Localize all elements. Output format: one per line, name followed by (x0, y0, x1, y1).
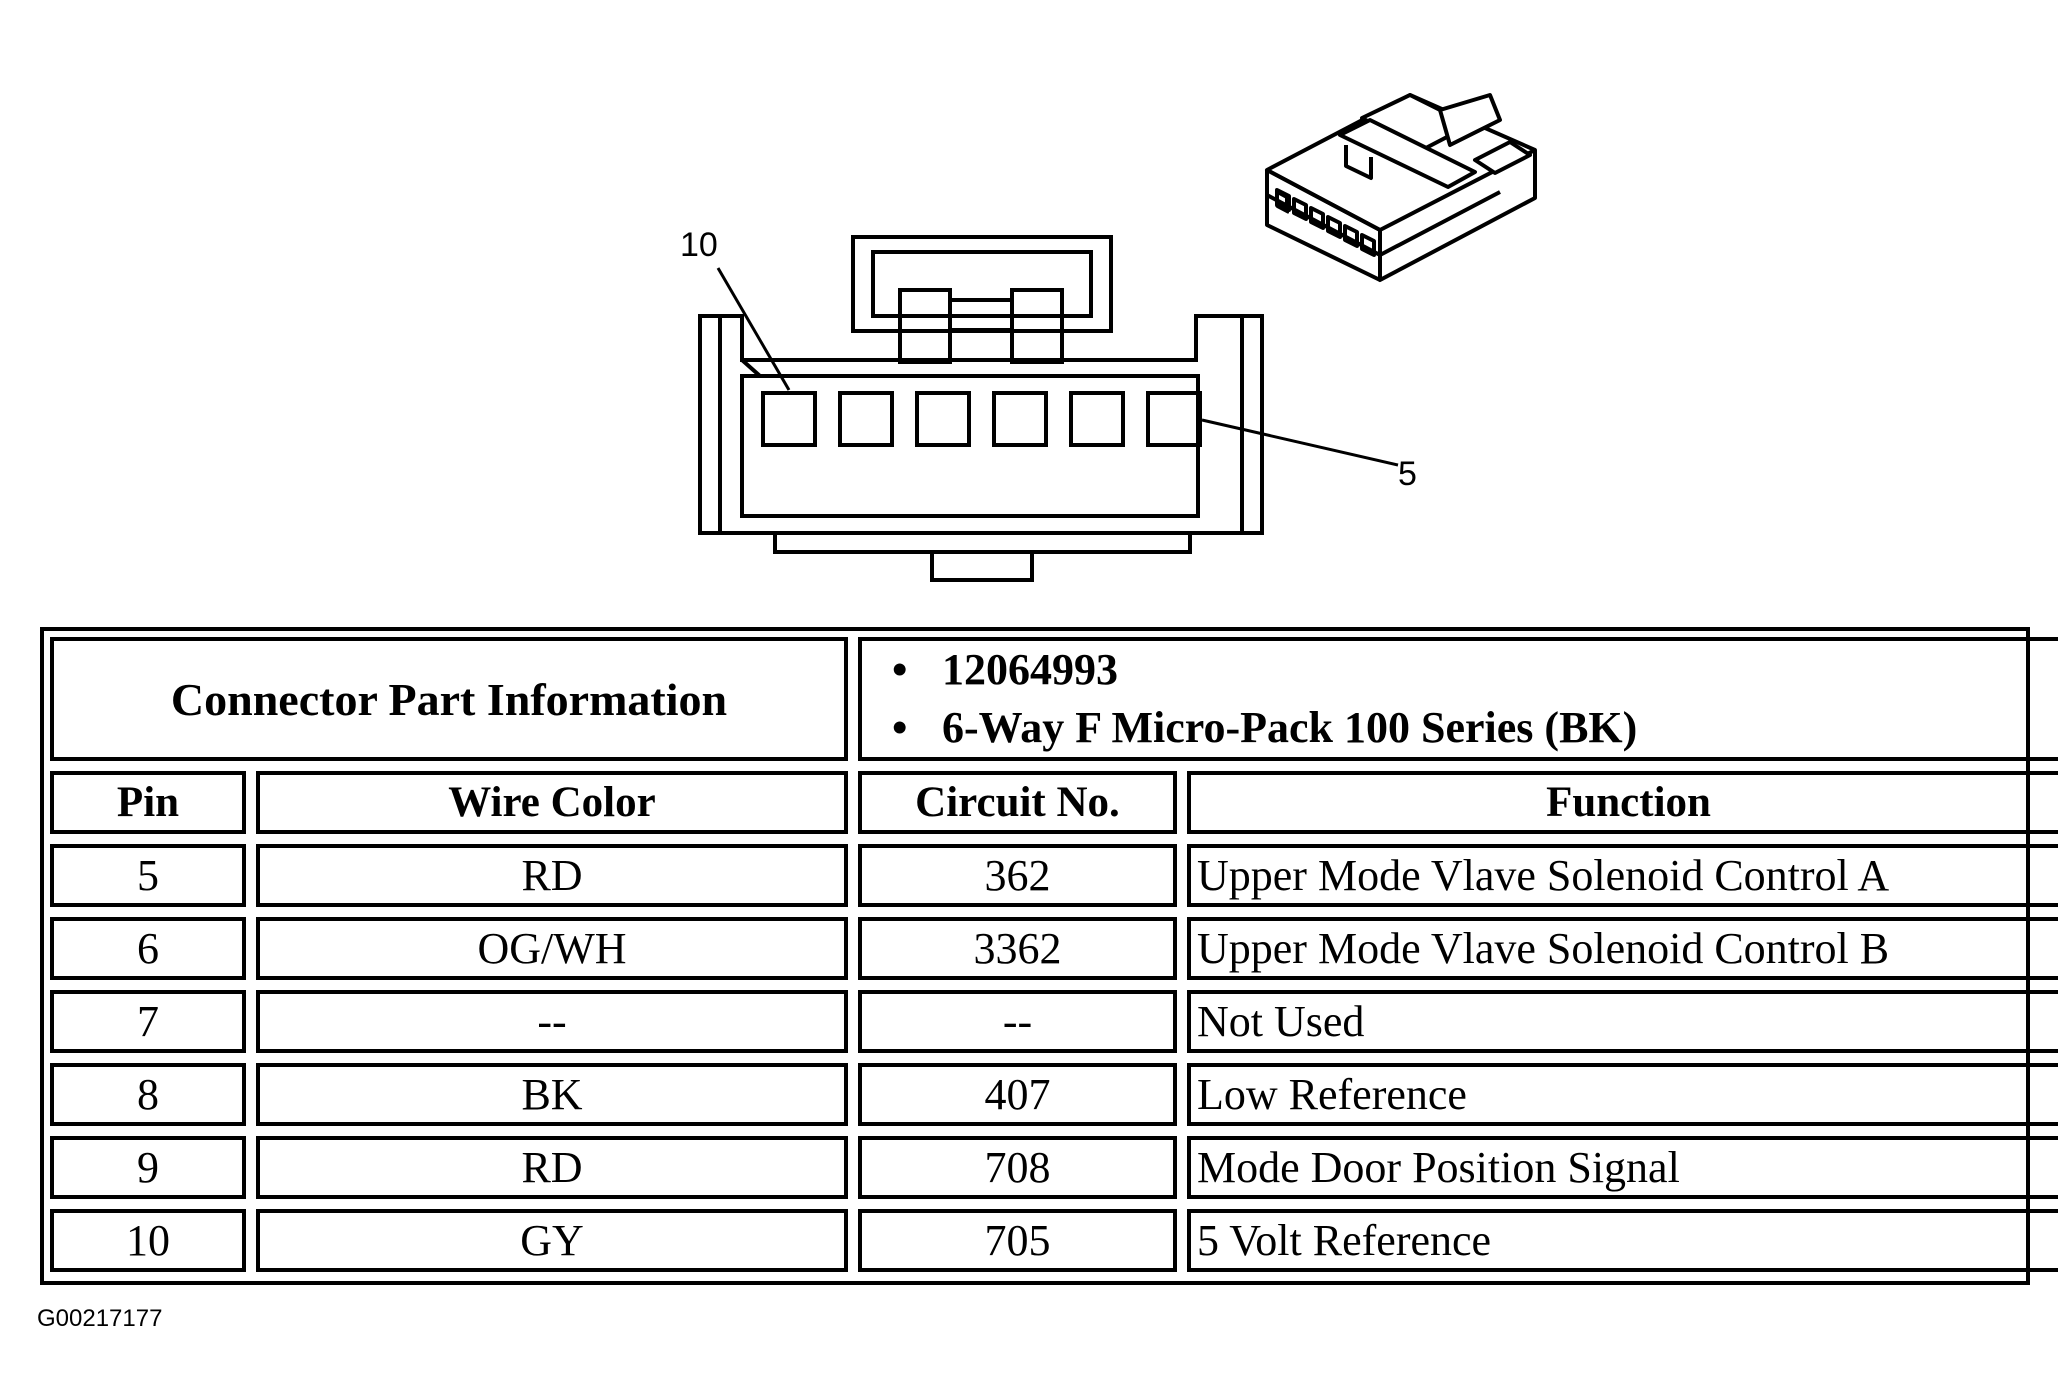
function-cell: Low Reference (1187, 1063, 2058, 1126)
connector-front-view (698, 235, 1264, 582)
circuit-cell: 705 (858, 1209, 1177, 1272)
function-cell: Not Used (1187, 990, 2058, 1053)
pin-cell: 7 (50, 990, 246, 1053)
pin-cell: 8 (50, 1063, 246, 1126)
header-pin: Pin (50, 771, 246, 834)
callout-5: 5 (1201, 418, 1417, 493)
circuit-cell: 362 (858, 844, 1177, 907)
svg-text:5: 5 (1398, 455, 1417, 493)
wire-color-cell: RD (256, 1136, 848, 1199)
table-row: 5 RD 362 Upper Mode Vlave Solenoid Contr… (50, 844, 2058, 907)
header-circuit-no: Circuit No. (858, 771, 1177, 834)
pin-cell: 10 (50, 1209, 246, 1272)
table-row: 8 BK 407 Low Reference (50, 1063, 2058, 1126)
figure-id: G00217177 (37, 1305, 163, 1332)
connector-diagram: 10 5 (680, 93, 1537, 582)
connector-part-info-label: Connector Part Information (50, 637, 848, 761)
circuit-cell: 708 (858, 1136, 1177, 1199)
function-cell: Mode Door Position Signal (1187, 1136, 2058, 1199)
wire-color-cell: -- (256, 990, 848, 1053)
pin-cavity (838, 391, 894, 447)
pin-cell: 9 (50, 1136, 246, 1199)
connector-table: Connector Part Information 12064993 6-Wa… (40, 627, 2058, 1285)
svg-text:10: 10 (680, 226, 718, 264)
function-cell: Upper Mode Vlave Solenoid Control B (1187, 917, 2058, 980)
connector-isometric-view (1265, 93, 1537, 282)
wire-color-cell: BK (256, 1063, 848, 1126)
header-wire-color: Wire Color (256, 771, 848, 834)
function-cell: 5 Volt Reference (1187, 1209, 2058, 1272)
part-number: 12064993 (892, 641, 2058, 699)
pin-cell: 5 (50, 844, 246, 907)
part-description: 6-Way F Micro-Pack 100 Series (BK) (892, 699, 2058, 757)
circuit-cell: -- (858, 990, 1177, 1053)
pin-cavity (761, 391, 817, 447)
table-row: 6 OG/WH 3362 Upper Mode Vlave Solenoid C… (50, 917, 2058, 980)
table-row: 9 RD 708 Mode Door Position Signal (50, 1136, 2058, 1199)
callout-10: 10 (680, 226, 791, 391)
header-function: Function (1187, 771, 2058, 834)
wire-color-cell: RD (256, 844, 848, 907)
pin-cavity (1069, 391, 1125, 447)
table-row: 10 GY 705 5 Volt Reference (50, 1209, 2058, 1272)
table-header-row: Pin Wire Color Circuit No. Function (50, 771, 2058, 834)
table-row: 7 -- -- Not Used (50, 990, 2058, 1053)
wire-color-cell: GY (256, 1209, 848, 1272)
wire-color-cell: OG/WH (256, 917, 848, 980)
pin-cavity (915, 391, 971, 447)
circuit-cell: 3362 (858, 917, 1177, 980)
pin-cavities (761, 391, 1202, 447)
circuit-cell: 407 (858, 1063, 1177, 1126)
pin-cavity (992, 391, 1048, 447)
pin-cavity (1146, 391, 1202, 447)
pin-cell: 6 (50, 917, 246, 980)
part-info-list: 12064993 6-Way F Micro-Pack 100 Series (… (858, 637, 2058, 761)
function-cell: Upper Mode Vlave Solenoid Control A (1187, 844, 2058, 907)
